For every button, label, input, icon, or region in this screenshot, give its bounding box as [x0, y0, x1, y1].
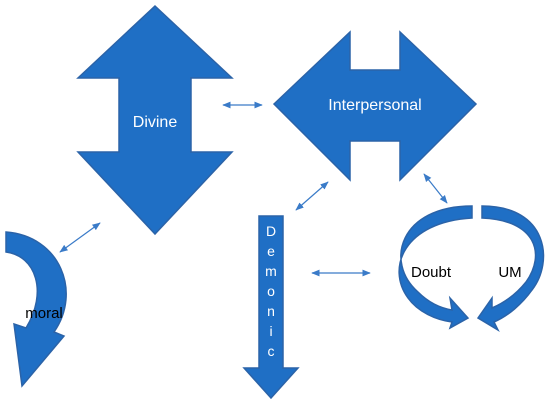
demonic-letter: o [267, 283, 275, 299]
demonic-letter: D [266, 223, 276, 239]
demonic-down-arrow-shape [242, 215, 300, 400]
demonic-letter: i [269, 323, 272, 339]
interpersonal-leftright-arrow-shape [272, 30, 478, 182]
doubt-circular-arrow-shape [398, 205, 473, 330]
interpersonal-node: Interpersonal [272, 30, 478, 182]
moral-label: moral [25, 305, 63, 322]
doubt-label: Doubt [411, 264, 452, 281]
divine-updown-arrow-shape [76, 4, 234, 236]
um-label: UM [498, 264, 521, 281]
demonic-letter: c [268, 343, 275, 359]
moral-curved-arrow-shape [5, 231, 67, 388]
doubt-um-cycle: Doubt UM [398, 205, 545, 332]
moral-node: moral [5, 231, 67, 388]
interpersonal-label: Interpersonal [328, 97, 421, 114]
divine-label: Divine [133, 114, 178, 131]
connector-divine-moral [59, 222, 101, 253]
divine-node: Divine [76, 4, 234, 236]
um-circular-arrow-shape [476, 205, 545, 332]
connectors [59, 101, 448, 277]
connector-interpersonal-doubt [423, 173, 448, 204]
demonic-letter: n [267, 303, 275, 319]
connector-interpersonal-demonic [295, 181, 329, 211]
demonic-letter: e [267, 243, 275, 259]
demonic-letter: m [265, 263, 277, 279]
